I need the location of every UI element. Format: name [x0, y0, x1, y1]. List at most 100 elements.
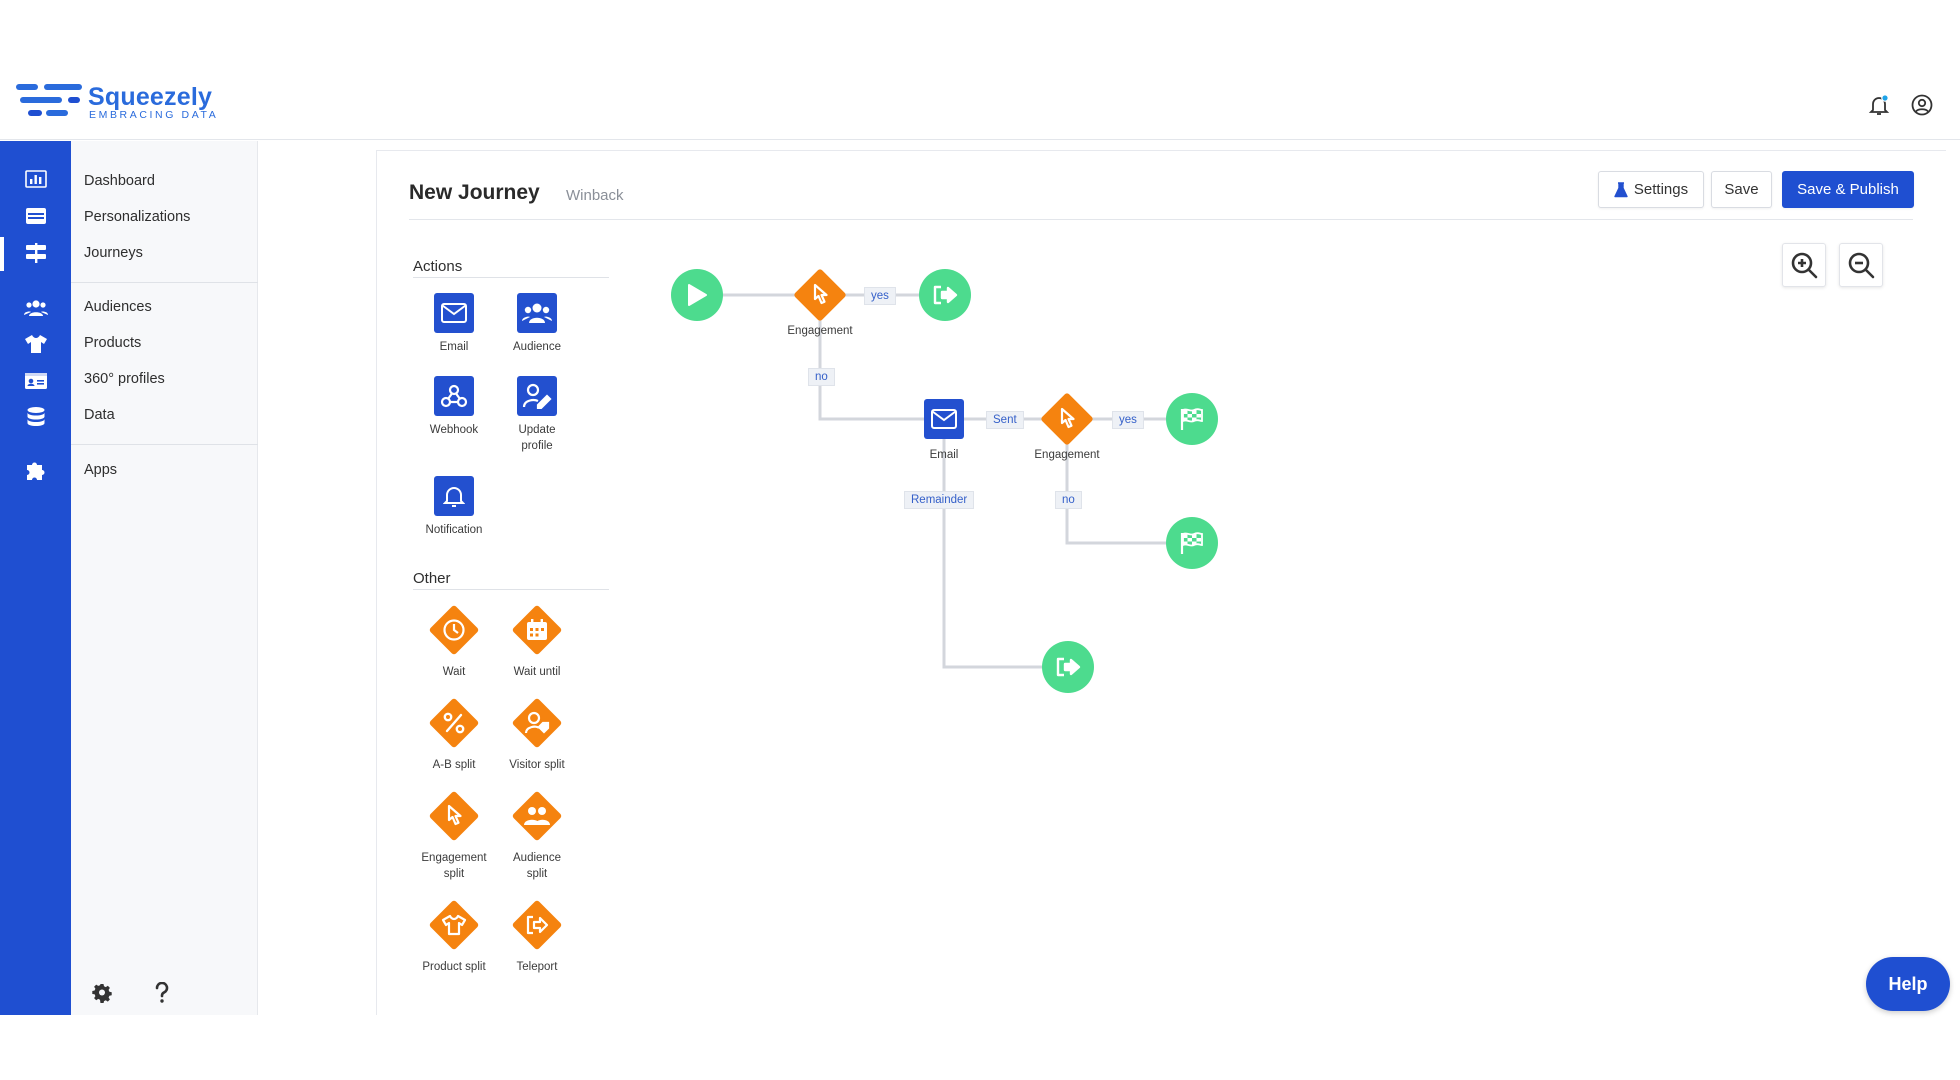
help-button[interactable]: Help [1866, 957, 1950, 1011]
play-icon [688, 284, 707, 306]
goal-node-1[interactable] [1166, 393, 1218, 445]
account-icon[interactable] [1907, 90, 1937, 120]
percent-icon [426, 695, 482, 751]
palette-label: Email [439, 341, 469, 353]
nav-panel: Dashboard Personalizations Journeys Audi… [71, 141, 258, 1015]
bell-icon [434, 476, 474, 516]
journey-editor: New Journey Winback Settings Save Save &… [376, 150, 1946, 1015]
palette-item-audience[interactable]: Audience [497, 293, 577, 355]
palette-item-update-profile[interactable]: Update profile [497, 376, 577, 454]
puzzle-icon[interactable] [20, 456, 52, 484]
settings-button[interactable]: Settings [1598, 171, 1704, 208]
palette-label: Webhook [429, 424, 479, 436]
brand-name: Squeezely [88, 83, 213, 111]
palette-item-product-split[interactable]: Product split [414, 897, 494, 975]
engagement-node-2[interactable] [1037, 389, 1097, 449]
chart-icon[interactable] [20, 165, 52, 193]
nav-item-journeys[interactable]: Journeys [84, 245, 143, 261]
page-title: New Journey [409, 181, 540, 204]
node-label: Email [929, 449, 959, 461]
palette-label: Teleport [516, 961, 558, 973]
nav-item-audiences[interactable]: Audiences [84, 299, 152, 315]
nav-divider [71, 282, 258, 283]
envelope-icon [434, 293, 474, 333]
checkered-flag-icon [1180, 408, 1203, 430]
logo[interactable]: Squeezely EMBRACING DATA [14, 80, 224, 122]
pointer-icon [426, 788, 482, 844]
save-publish-button[interactable]: Save & Publish [1782, 171, 1914, 208]
journey-icon[interactable] [20, 239, 52, 267]
bell-icon[interactable] [1864, 90, 1894, 120]
actions-section-title: Actions [413, 258, 463, 275]
palette-item-teleport[interactable]: Teleport [497, 897, 577, 975]
palette-label: Audience split [513, 852, 561, 880]
palette-label: Audience [513, 341, 561, 353]
palette-item-visitor-split[interactable]: Visitor split [497, 695, 577, 773]
exit-node-2[interactable] [1042, 641, 1094, 693]
profile-card-icon[interactable] [20, 367, 52, 395]
webhook-icon [434, 376, 474, 416]
palette-item-engagement-split[interactable]: Engagement split [414, 788, 494, 882]
email-node[interactable] [924, 399, 964, 439]
envelope-icon [931, 409, 957, 429]
palette-label: Update profile [518, 424, 556, 452]
edge-label-no: no [808, 368, 835, 386]
gear-icon[interactable] [88, 979, 116, 1007]
exit-node-1[interactable] [919, 269, 971, 321]
palette-label: Product split [422, 961, 486, 973]
nav-item-data[interactable]: Data [84, 407, 115, 423]
engagement-node-1[interactable] [790, 265, 850, 325]
nav-item-products[interactable]: Products [84, 335, 142, 351]
edge-label-sent: Sent [986, 411, 1024, 429]
nav-divider [71, 444, 258, 445]
people-icon [509, 788, 565, 844]
clock-icon [426, 602, 482, 658]
palette-label: Wait until [513, 666, 561, 678]
palette-label: Notification [425, 524, 483, 536]
nav-item-360-profiles[interactable]: 360° profiles [84, 371, 165, 387]
palette-label: A-B split [432, 759, 476, 771]
exit-icon [1056, 657, 1081, 677]
edge-label-yes: yes [864, 287, 896, 305]
question-icon[interactable] [148, 979, 176, 1007]
palette-item-wait-until[interactable]: Wait until [497, 602, 577, 680]
flask-icon [1614, 181, 1628, 197]
palette-item-notification[interactable]: Notification [414, 476, 494, 538]
palette-label: Visitor split [509, 759, 565, 771]
audience-icon[interactable] [20, 294, 52, 322]
shirt-icon [426, 897, 482, 953]
save-button[interactable]: Save [1711, 171, 1772, 208]
palette-item-wait[interactable]: Wait [414, 602, 494, 680]
palette-item-webhook[interactable]: Webhook [414, 376, 494, 438]
section-divider [413, 589, 609, 590]
nav-item-personalizations[interactable]: Personalizations [84, 209, 191, 225]
header-divider [409, 219, 1913, 220]
start-node[interactable] [671, 269, 723, 321]
goal-node-2[interactable] [1166, 517, 1218, 569]
shirt-icon[interactable] [20, 330, 52, 358]
calendar-icon [509, 602, 565, 658]
palette-item-email[interactable]: Email [414, 293, 494, 355]
checkered-flag-icon [1180, 532, 1203, 554]
top-bar: Squeezely EMBRACING DATA [0, 0, 1960, 140]
settings-label: Settings [1633, 181, 1689, 198]
rail-active-indicator [0, 237, 4, 271]
database-icon[interactable] [20, 403, 52, 431]
zoom-out-icon[interactable] [1839, 243, 1883, 287]
edge-label-yes: yes [1112, 411, 1144, 429]
journey-subtitle[interactable]: Winback [566, 187, 624, 204]
palette-item-audience-split[interactable]: Audience split [497, 788, 577, 882]
nav-item-dashboard[interactable]: Dashboard [84, 173, 155, 189]
palette-item-ab-split[interactable]: A-B split [414, 695, 494, 773]
personalization-icon[interactable] [20, 202, 52, 230]
pointer-icon [790, 265, 850, 325]
user-tag-icon [509, 695, 565, 751]
section-divider [413, 277, 609, 278]
palette-label: Wait [442, 666, 466, 678]
other-section-title: Other [413, 570, 451, 587]
user-edit-icon [517, 376, 557, 416]
nav-item-apps[interactable]: Apps [84, 462, 118, 478]
zoom-in-icon[interactable] [1782, 243, 1826, 287]
palette-label: Engagement split [421, 852, 487, 880]
brand-tagline: EMBRACING DATA [89, 109, 219, 121]
